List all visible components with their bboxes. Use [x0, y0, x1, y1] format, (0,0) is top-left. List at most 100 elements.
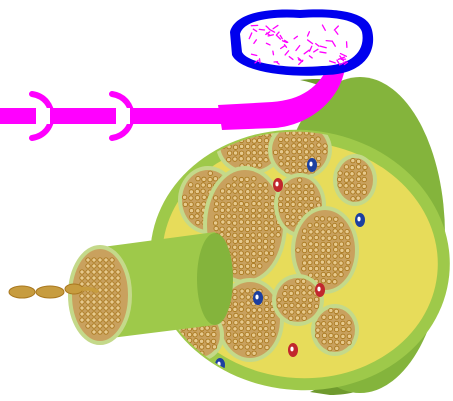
axon	[257, 233, 261, 237]
axon	[220, 214, 224, 218]
axon	[227, 157, 231, 161]
axon	[301, 285, 305, 289]
axon	[339, 261, 343, 265]
axon	[284, 285, 288, 289]
axon	[245, 264, 249, 268]
axon	[98, 294, 102, 298]
axon	[214, 207, 218, 211]
axon	[80, 318, 84, 322]
axon	[251, 226, 255, 230]
axon	[80, 300, 84, 304]
axon	[212, 345, 216, 349]
arrow-tip	[130, 108, 138, 124]
axon	[276, 227, 280, 231]
axon	[104, 306, 108, 310]
axon	[264, 138, 268, 142]
axon	[264, 314, 268, 318]
axon	[321, 224, 325, 228]
axon	[278, 202, 282, 206]
axon	[233, 196, 237, 200]
axon	[333, 267, 337, 271]
axon	[233, 339, 237, 343]
axon	[232, 183, 236, 187]
axon	[246, 295, 250, 299]
axon	[240, 320, 244, 324]
axon	[356, 165, 360, 169]
axon	[270, 326, 274, 330]
axon	[92, 306, 96, 310]
axon	[110, 306, 114, 310]
axon	[86, 300, 90, 304]
axon	[279, 156, 283, 160]
axon	[334, 321, 338, 325]
axon	[98, 300, 102, 304]
axon	[116, 318, 120, 322]
axon	[233, 157, 237, 161]
axon	[80, 294, 84, 298]
axon	[200, 326, 204, 330]
axon	[251, 246, 255, 250]
axon	[257, 308, 261, 312]
axon	[233, 145, 237, 149]
axon	[258, 151, 262, 155]
axon	[240, 333, 244, 337]
axon	[265, 307, 269, 311]
fascicle	[333, 154, 377, 206]
axon	[302, 310, 306, 314]
axon	[110, 264, 114, 268]
axon	[310, 144, 314, 148]
axon	[308, 223, 312, 227]
axon	[252, 339, 256, 343]
axon	[264, 251, 268, 255]
axon	[239, 227, 243, 231]
axon	[308, 286, 312, 290]
axon	[252, 151, 256, 155]
axon	[252, 145, 256, 149]
axon	[291, 222, 295, 226]
axon	[362, 177, 366, 181]
axon	[240, 295, 244, 299]
axon	[338, 183, 342, 187]
axon	[333, 273, 337, 277]
axon	[110, 324, 114, 328]
axon	[320, 254, 324, 258]
axon	[202, 195, 206, 199]
axon	[350, 165, 354, 169]
axon	[86, 270, 90, 274]
axon	[285, 208, 289, 212]
axon	[334, 309, 338, 313]
axon	[302, 242, 306, 246]
axon	[86, 324, 90, 328]
axon	[308, 260, 312, 264]
axon	[246, 308, 250, 312]
axon	[246, 351, 250, 355]
axon	[220, 208, 224, 212]
axon	[314, 254, 318, 258]
axon	[284, 303, 288, 307]
axon	[202, 177, 206, 181]
axon	[322, 322, 326, 326]
axon	[303, 169, 307, 173]
axon	[239, 214, 243, 218]
axon	[320, 266, 324, 270]
axon	[296, 285, 300, 289]
axon	[104, 264, 108, 268]
axon	[295, 316, 299, 320]
axon	[221, 202, 225, 206]
blood-vessel-artery	[288, 343, 298, 357]
axon	[246, 339, 250, 343]
axon	[308, 291, 312, 295]
axon	[328, 339, 332, 343]
axon	[233, 189, 237, 193]
axon	[251, 220, 255, 224]
axon	[233, 289, 237, 293]
axon	[233, 295, 237, 299]
axon	[104, 294, 108, 298]
axon	[213, 196, 217, 200]
axon	[257, 257, 261, 261]
axon	[269, 214, 273, 218]
axon	[321, 242, 325, 246]
axon	[303, 144, 307, 148]
axon	[297, 178, 301, 182]
axon	[310, 190, 314, 194]
